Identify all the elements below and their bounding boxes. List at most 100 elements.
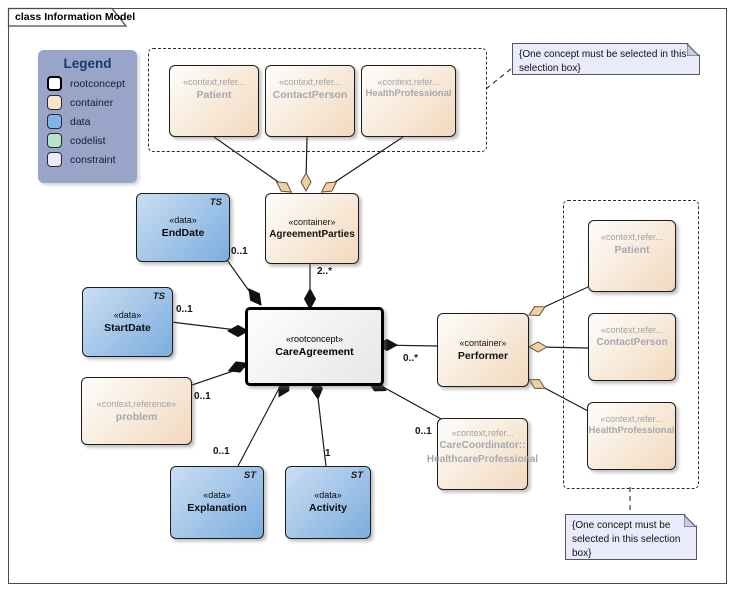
node-name: Patient (614, 244, 650, 257)
node-name: Activity (309, 502, 347, 515)
stereotype-label: «context,refer... (451, 428, 514, 438)
stereotype-label: «context,refer... (600, 325, 664, 335)
rootconcept-swatch-icon (47, 76, 62, 91)
aggregation-diamond-icon (320, 181, 338, 193)
note-fold-icon (687, 44, 699, 56)
connector[interactable] (226, 259, 253, 296)
connector-lines (170, 136, 589, 467)
node-name: CareAgreement (275, 346, 354, 359)
legend[interactable]: Legend rootconcept container data codeli… (38, 50, 137, 183)
node-carecoordinator[interactable]: «context,refer... CareCoordinator:: Heal… (427, 418, 538, 490)
container-swatch-icon (47, 95, 62, 110)
stereotype-label: «data» (169, 215, 197, 226)
stereotype-label: «context,refer... (278, 77, 342, 87)
multiplicity-label: 2..* (317, 266, 333, 277)
connector[interactable] (237, 380, 284, 467)
selection-box-top[interactable] (148, 48, 487, 152)
aggregation-diamonds (275, 171, 549, 389)
legend-item-rootconcept: rootconcept (47, 76, 128, 91)
node-contactperson-top[interactable]: «context,refer... ContactPerson (265, 65, 355, 137)
legend-item-label: rootconcept (70, 77, 125, 90)
aggregation-diamond-icon (300, 171, 312, 193)
datatype-tag: TS (209, 197, 222, 208)
stereotype-label: «container» (459, 337, 507, 348)
node-healthprofessional-top[interactable]: «context,refer... HealthProfessional (361, 65, 456, 137)
note-fold-icon (684, 515, 696, 527)
composition-diamond-icon (303, 287, 317, 311)
aggregation-diamond-icon (528, 306, 546, 316)
multiplicity-label: 1 (325, 448, 331, 459)
connector[interactable] (373, 381, 444, 421)
multiplicity-label: 0..1 (213, 446, 230, 457)
node-contactperson-right[interactable]: «context,refer... ContactPerson (588, 313, 676, 381)
stereotype-label: «context,refer... (182, 77, 246, 87)
stereotype-label: «context,refer... (600, 414, 663, 424)
stereotype-label: «rootconcept» (285, 334, 344, 345)
aggregation-diamond-icon (528, 379, 546, 389)
legend-item-container: container (47, 95, 128, 110)
node-startdate[interactable]: TS «data» StartDate (82, 287, 173, 357)
legend-item-label: data (70, 115, 91, 128)
multiplicity-label: 0..* (403, 353, 419, 364)
datatype-tag: ST (350, 470, 363, 481)
multiplicity-label: 0..1 (176, 304, 193, 315)
node-name: problem (115, 410, 158, 423)
node-name: HealthProfessional (588, 425, 675, 437)
multiplicity-label: 0..1 (231, 246, 248, 257)
node-name: HealthProfessional (365, 88, 452, 100)
node-name: Explanation (187, 502, 247, 515)
node-name: ContactPerson (596, 337, 668, 349)
node-problem[interactable]: «context,reference» problem (81, 377, 192, 445)
node-name: CareCoordinator:: (439, 440, 526, 452)
node-name: Patient (196, 89, 232, 102)
connector[interactable] (539, 346, 589, 349)
node-explanation[interactable]: ST «data» Explanation (170, 466, 264, 539)
node-name-line2: HealthcareProfessional (426, 453, 539, 465)
note-bottom[interactable]: {One concept must be selected in this se… (565, 514, 697, 560)
aggregation-diamond-icon (527, 341, 549, 353)
datatype-tag: ST (243, 470, 256, 481)
stereotype-label: «data» (314, 490, 342, 501)
node-patient-right[interactable]: «context,refer... Patient (588, 220, 676, 292)
note-text: {One concept must be selected in this se… (519, 49, 687, 74)
note-text: {One concept must be selected in this se… (572, 520, 681, 559)
legend-item-label: container (70, 96, 114, 109)
note-anchor[interactable] (485, 67, 513, 90)
stereotype-label: «context,refer... (600, 232, 664, 242)
node-careagreement[interactable]: «rootconcept» CareAgreement (245, 307, 384, 386)
legend-title: Legend (63, 56, 112, 71)
node-name: EndDate (161, 227, 205, 240)
aggregation-diamond-icon (275, 181, 293, 193)
codelist-swatch-icon (47, 133, 62, 148)
data-swatch-icon (47, 114, 62, 129)
note-anchor-lines (485, 67, 631, 514)
legend-item-codelist: codelist (47, 133, 128, 148)
node-healthprofessional-right[interactable]: «context,refer... HealthProfessional (587, 402, 676, 470)
node-agreementparties[interactable]: «container» AgreementParties (265, 193, 359, 264)
node-patient-top[interactable]: «context,refer... Patient (169, 65, 259, 137)
diagram-tab-shape (7, 7, 128, 27)
legend-item-data: data (47, 114, 128, 129)
connector[interactable] (539, 286, 589, 310)
multiplicity-label: 0..1 (194, 391, 211, 402)
stereotype-label: «data» (113, 309, 142, 320)
node-name: Performer (457, 349, 509, 362)
datatype-tag: TS (152, 291, 165, 302)
node-name: AgreementParties (269, 228, 355, 240)
diagram-title: class Information Model (15, 11, 136, 23)
node-enddate[interactable]: TS «data» EndDate (136, 193, 230, 262)
node-performer[interactable]: «container» Performer (437, 313, 529, 387)
node-name: ContactPerson (272, 89, 348, 102)
legend-item-label: codelist (70, 134, 106, 147)
stereotype-label: «data» (203, 490, 231, 501)
stereotype-label: «context,reference» (96, 398, 177, 409)
note-top[interactable]: {One concept must be selected in this se… (512, 43, 700, 75)
selection-box-right[interactable] (563, 200, 699, 489)
node-activity[interactable]: ST «data» Activity (285, 466, 371, 539)
multiplicity-label: 0..1 (415, 426, 432, 437)
node-name: StartDate (104, 321, 151, 334)
connector[interactable] (328, 136, 404, 187)
legend-item-label: constraint (70, 153, 116, 166)
stereotype-label: «container» (288, 216, 336, 227)
connector[interactable] (213, 136, 285, 187)
